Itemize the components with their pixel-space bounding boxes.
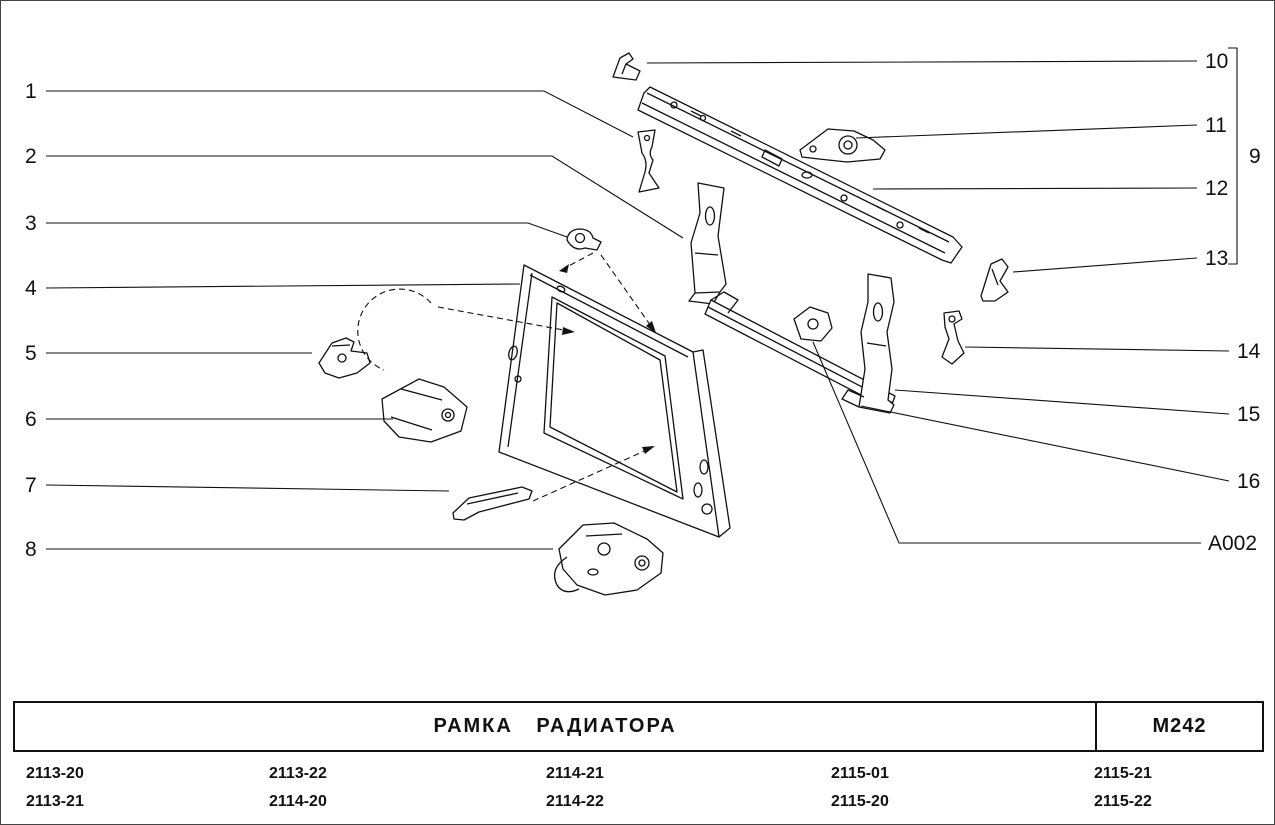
- part-11-bracket: [799, 128, 886, 163]
- model-code: 2113-20: [26, 765, 84, 782]
- callout-9: 9: [1249, 145, 1261, 168]
- callout-12: 12: [1205, 177, 1229, 200]
- part-1-strut: [637, 129, 660, 193]
- model-code: 2115-22: [1094, 793, 1152, 810]
- part-10-clip: [612, 52, 641, 81]
- callout-5: 5: [25, 342, 37, 365]
- part-3-clip: [566, 228, 602, 251]
- part-a002-clamp: [793, 306, 833, 342]
- part-9-upper-crossmember: [637, 86, 963, 264]
- model-code: 2113-21: [26, 793, 84, 810]
- model-code: 2114-20: [269, 793, 327, 810]
- exploded-view-drawing: [45, 47, 1238, 596]
- model-code: 2115-01: [831, 765, 889, 782]
- callout-10: 10: [1205, 50, 1229, 73]
- part-2-post: [688, 182, 727, 305]
- callout-8: 8: [25, 538, 37, 561]
- assembly-guides: [357, 252, 654, 502]
- callout-3: 3: [25, 212, 37, 235]
- part-13-clip: [980, 258, 1009, 302]
- model-code: 2114-22: [546, 793, 604, 810]
- part-4-radiator-frame: [498, 264, 731, 538]
- callout-16: 16: [1237, 470, 1261, 493]
- callout-11: 11: [1205, 114, 1227, 137]
- model-code: 2113-22: [269, 765, 327, 782]
- part-7-bracket: [452, 486, 533, 521]
- callout-a002: A002: [1208, 532, 1258, 555]
- part-14-bracket: [941, 310, 965, 365]
- figure-title: РАМКА РАДИАТОРА: [433, 715, 677, 737]
- callout-4: 4: [25, 277, 37, 300]
- part-5-bracket: [318, 337, 371, 379]
- callout-2: 2: [25, 145, 37, 168]
- part-15-post: [841, 273, 895, 414]
- callout-1: 1: [25, 80, 37, 103]
- figure-code: M242: [1152, 715, 1207, 737]
- title-cell: РАМКА РАДИАТОРА: [15, 703, 1097, 750]
- guide-arrowheads: [559, 264, 656, 454]
- callout-7: 7: [25, 474, 37, 497]
- drawing-area: 1 2 3 4 5 6 7 8 10 11 9 12 13 14 15 16 A…: [1, 1, 1274, 701]
- callout-6: 6: [25, 408, 37, 431]
- callout-13: 13: [1205, 247, 1229, 270]
- leader-lines: [45, 47, 1238, 550]
- bracket-9: [1228, 47, 1238, 265]
- part-8-bracket: [553, 522, 664, 596]
- part-6-bracket: [381, 378, 468, 443]
- callout-15: 15: [1237, 403, 1261, 426]
- title-block: РАМКА РАДИАТОРА M242: [13, 701, 1264, 752]
- model-code: 2115-20: [831, 793, 889, 810]
- model-code: 2114-21: [546, 765, 604, 782]
- callout-14: 14: [1237, 340, 1261, 363]
- model-code: 2115-21: [1094, 765, 1152, 782]
